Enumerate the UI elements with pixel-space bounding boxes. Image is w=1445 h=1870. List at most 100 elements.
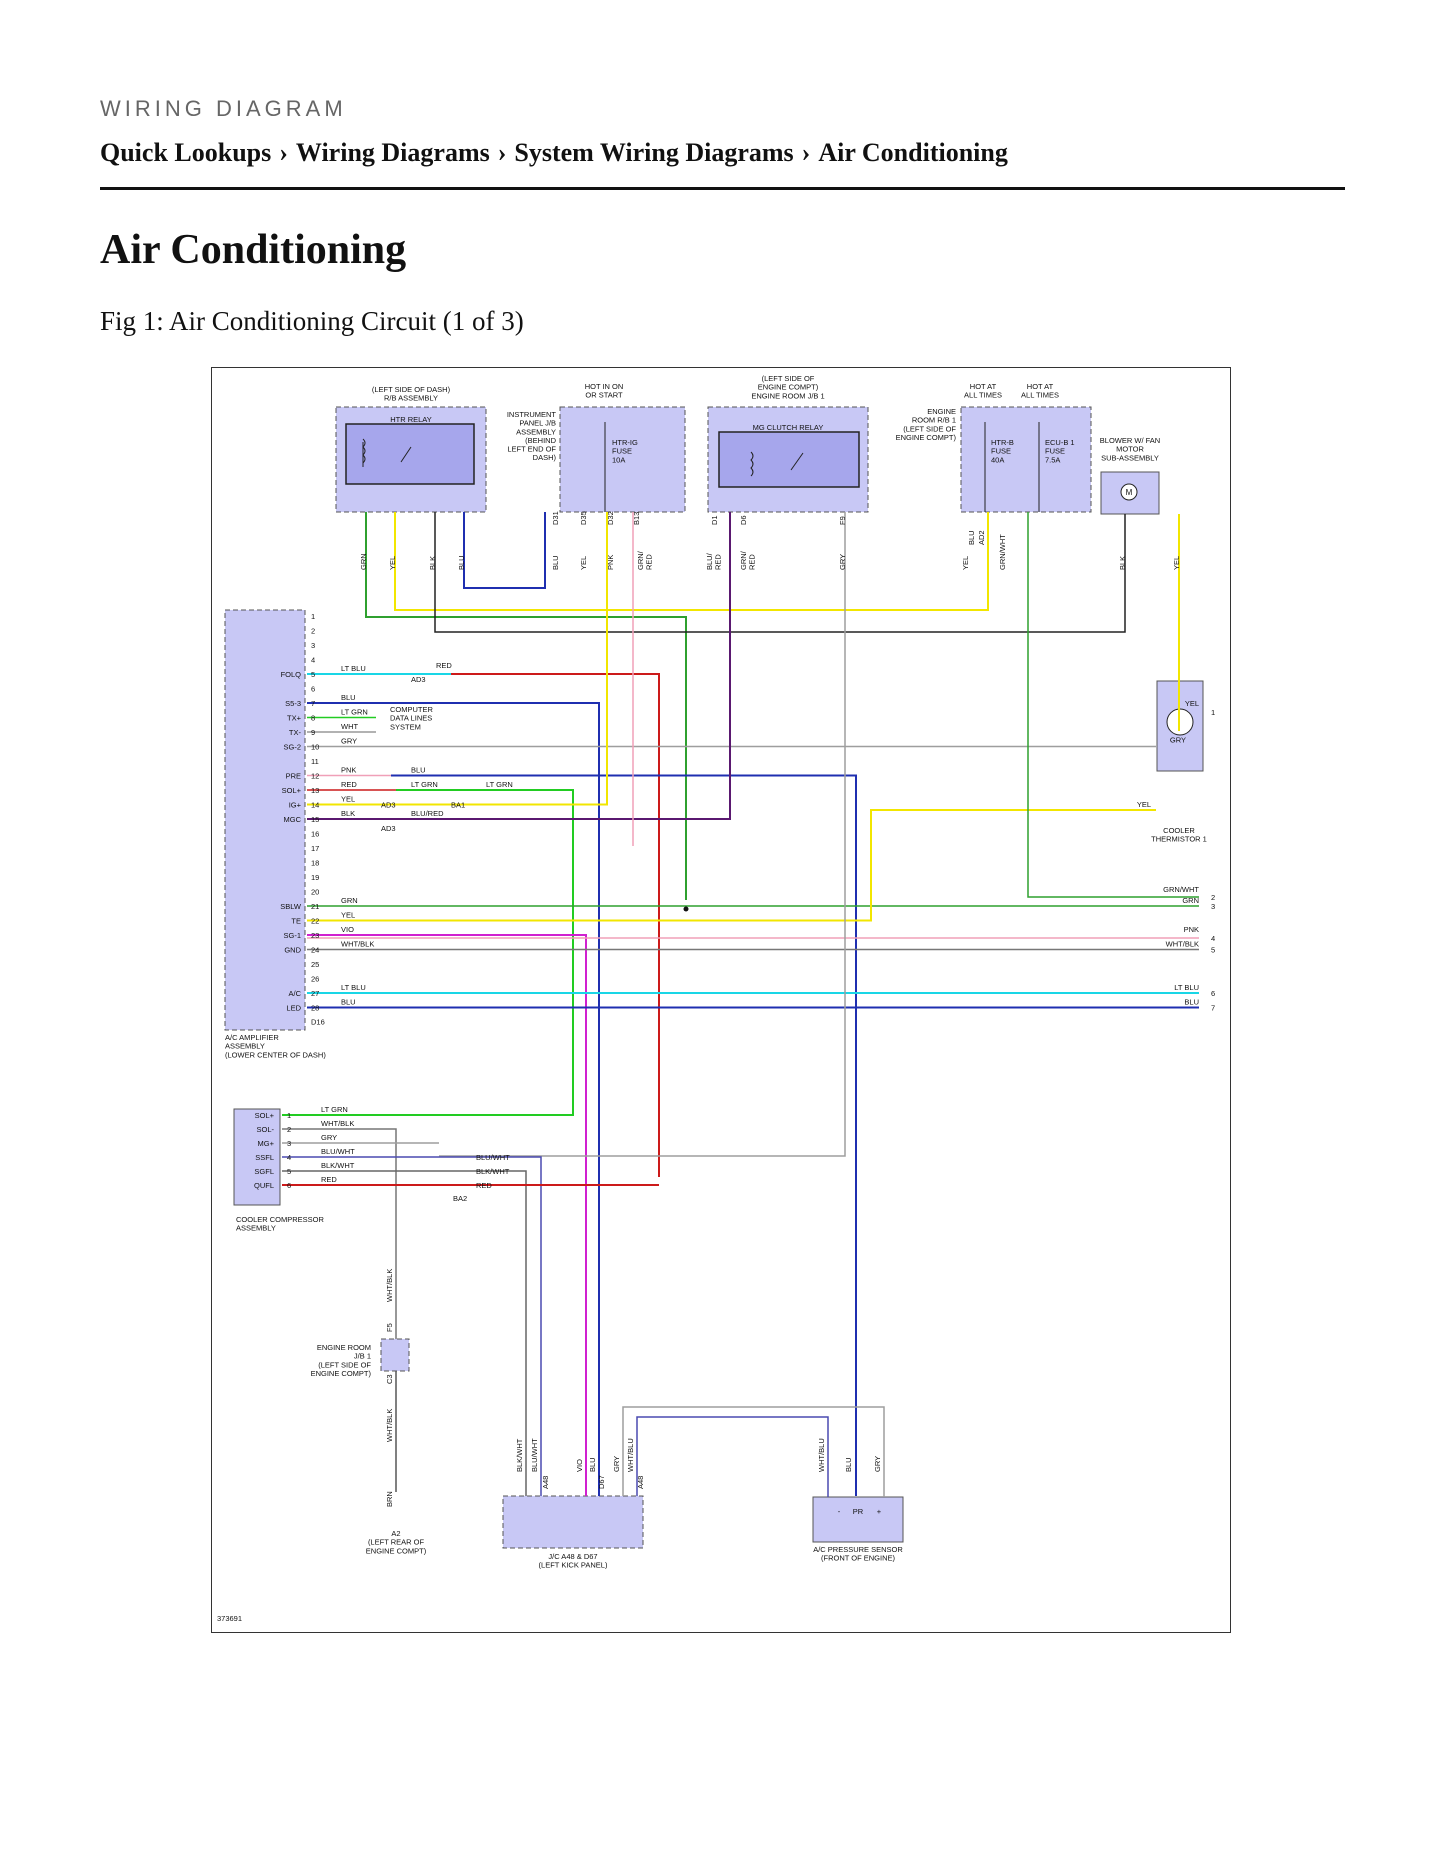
wire-label: YEL: [961, 556, 970, 570]
wire-yel-22: [307, 809, 1156, 922]
switch-icon: [400, 446, 412, 463]
compressor-pin-label: QUFL: [254, 1181, 274, 1190]
connector-label: D1: [710, 515, 719, 525]
wire-yel: [394, 512, 989, 611]
connector-label: BA1: [451, 801, 465, 810]
wire-label: LT GRN: [411, 780, 438, 789]
right-pin-number: 5: [1211, 946, 1215, 955]
wire-label: BLU: [551, 555, 560, 570]
splice-point: [683, 906, 689, 912]
connector-label: C3: [385, 1374, 394, 1384]
wire-label: GRN/WHT: [998, 534, 1007, 570]
amplifier-pin-number: 17: [311, 844, 319, 853]
right-pin-number: 3: [1211, 902, 1215, 911]
connector-label: D31: [551, 511, 560, 525]
amplifier-pin-number: 16: [311, 830, 319, 839]
wire-label: GRY: [341, 737, 357, 746]
amplifier-pin-number: 4: [311, 656, 315, 665]
pressure-pin-label: -: [838, 1507, 841, 1516]
connector-label: D35: [579, 511, 588, 525]
wire-label: GRY: [1170, 736, 1186, 745]
pressure-sensor-label: A/C PRESSURE SENSOR(FRONT OF ENGINE): [813, 1545, 903, 1563]
amplifier-pin-label: S5-3: [285, 699, 301, 708]
amplifier-pin-number: 24: [311, 946, 319, 955]
amplifier-pin-label: SOL+: [282, 786, 302, 795]
wire-label: WHT/BLK: [341, 940, 374, 949]
amplifier-pin-number: 26: [311, 975, 319, 984]
wire-label: RED: [341, 780, 357, 789]
wire-grnwht-right: [1027, 512, 1199, 898]
wire-label: BLU/WHT: [530, 1438, 539, 1472]
breadcrumb-item-system-wiring-diagrams[interactable]: System Wiring Diagrams: [514, 138, 794, 167]
wire-label: WHT/BLK: [321, 1119, 354, 1128]
wire-label: GRY: [321, 1133, 337, 1142]
header-divider: [100, 187, 1345, 190]
amplifier-pin-label: TX+: [287, 714, 302, 723]
amplifier-pin-number: 27: [311, 989, 319, 998]
amplifier-pin-number: 2: [311, 627, 315, 636]
connector-label: AD3: [381, 824, 396, 833]
engine-room-jb1-mid-box: [380, 1338, 410, 1372]
wire-label: BLK: [428, 556, 437, 570]
wire-label: LT GRN: [321, 1105, 348, 1114]
amplifier-pin-label: MGC: [284, 815, 302, 824]
wire-blu-12: [391, 774, 857, 1496]
pressure-pin-label: +: [877, 1507, 882, 1516]
motor-symbol: M: [1126, 488, 1133, 497]
wire-blured-15: [307, 512, 731, 820]
compressor-pin-number: 6: [287, 1181, 291, 1190]
amplifier-pin-label: LED: [286, 1004, 301, 1013]
compressor-pin-number: 2: [287, 1125, 291, 1134]
breadcrumb-item-quick-lookups[interactable]: Quick Lookups: [100, 138, 272, 167]
amplifier-pin-number: 19: [311, 873, 319, 882]
page-kicker: WIRING DIAGRAM: [100, 96, 347, 121]
wire-label: BLU/RED: [411, 809, 444, 818]
wire-label: LT BLU: [341, 664, 366, 673]
wire-label: PNK: [1184, 925, 1199, 934]
wire-label: YEL: [1172, 556, 1181, 570]
amplifier-pin-number: 7: [311, 699, 315, 708]
jc-a48-d67-box: [502, 1495, 644, 1549]
connector-label: AD3: [381, 801, 396, 810]
amplifier-pin-label: IG+: [289, 801, 302, 810]
amplifier-pin-label: TE: [291, 917, 301, 926]
wire-label: YEL: [1185, 699, 1199, 708]
wire-label: BLU: [588, 1457, 597, 1472]
wire-label: BLU/RED: [705, 552, 723, 570]
wire-label: RED: [476, 1181, 492, 1190]
wire-label: PNK: [606, 555, 615, 570]
amplifier-pin-number: 25: [311, 960, 319, 969]
right-pin-number: 4: [1211, 934, 1215, 943]
connector-label: B13: [632, 512, 641, 525]
breadcrumb-item-air-conditioning[interactable]: Air Conditioning: [818, 138, 1008, 167]
compressor-pin-label: SOL+: [255, 1111, 275, 1120]
wire-label: BLK/WHT: [515, 1438, 524, 1472]
jc-a48-d67-label: J/C A48 & D67(LEFT KICK PANEL): [539, 1552, 608, 1570]
wire-label: WHT/BLU: [626, 1438, 635, 1472]
wire-vio-23: [307, 934, 587, 1496]
amplifier-pin-number: 23: [311, 931, 319, 940]
compressor-pin-number: 4: [287, 1153, 291, 1162]
right-pin-number: 7: [1211, 1004, 1215, 1013]
amplifier-pin-label: SBLW: [280, 902, 302, 911]
amplifier-pin-number: 14: [311, 801, 319, 810]
wire-label: BRN: [385, 1491, 394, 1507]
figure-id: 373691: [217, 1614, 242, 1623]
amplifier-pin-label: SG-2: [283, 743, 301, 752]
amplifier-pin-number: 11: [311, 757, 319, 766]
wire-label: YEL: [1137, 800, 1151, 809]
amplifier-pin-number: 1: [311, 612, 315, 621]
breadcrumb-item-wiring-diagrams[interactable]: Wiring Diagrams: [295, 138, 490, 167]
connector-label: D16: [311, 1018, 325, 1027]
